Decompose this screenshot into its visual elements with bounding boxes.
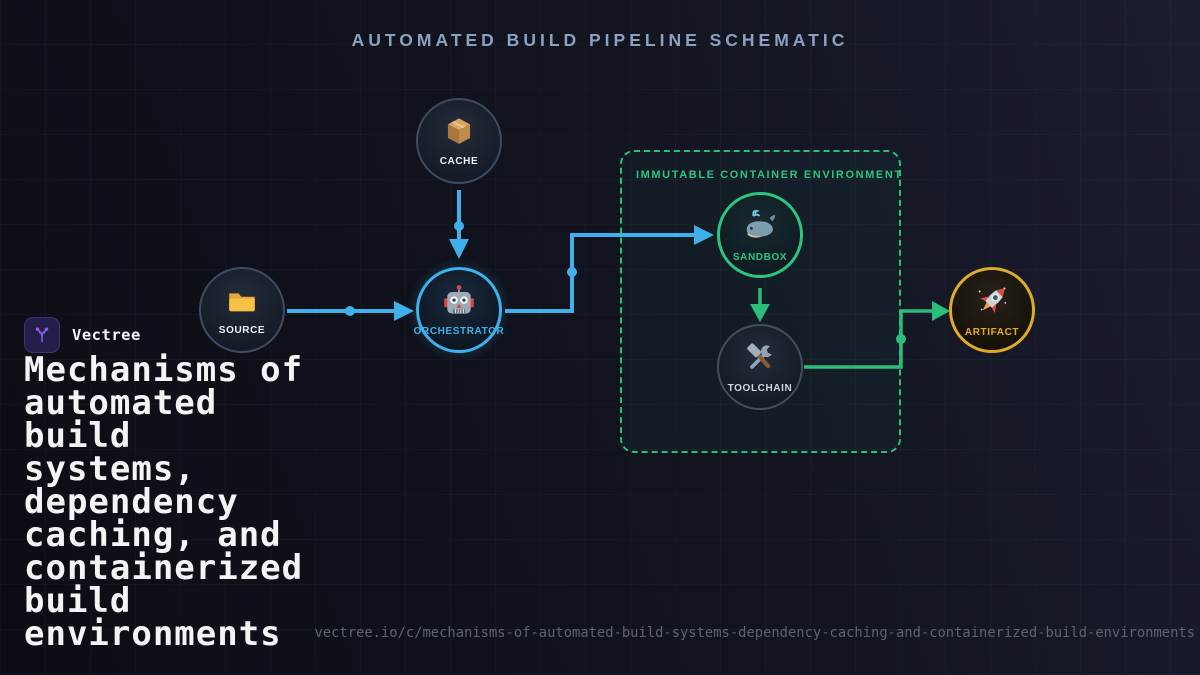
node-label: SOURCE	[218, 325, 266, 336]
brand-block: Vectree	[24, 317, 141, 353]
node-label: CACHE	[439, 156, 479, 167]
page-title: AUTOMATED BUILD PIPELINE SCHEMATIC	[351, 30, 849, 50]
brand-name: Vectree	[72, 326, 141, 344]
node-label: SANDBOX	[732, 252, 788, 263]
robot-icon	[441, 283, 477, 324]
node-sandbox: SANDBOX	[717, 192, 803, 278]
container-environment-label: IMMUTABLE CONTAINER ENVIRONMENT	[636, 169, 903, 181]
edge-source-to-orchestrator	[287, 301, 414, 321]
tools-icon	[742, 340, 778, 381]
folder-icon	[225, 284, 259, 323]
node-artifact: ARTIFACT	[949, 267, 1035, 353]
vectree-logo-icon	[24, 317, 60, 353]
node-label: ARTIFACT	[964, 327, 1020, 338]
node-orchestrator: ORCHESTRATOR	[413, 267, 505, 353]
node-toolchain: TOOLCHAIN	[717, 324, 803, 410]
node-label: ORCHESTRATOR	[413, 326, 505, 337]
footer-url: vectree.io/c/mechanisms-of-automated-bui…	[314, 625, 1195, 641]
edge-cache-to-orchestrator	[449, 190, 469, 259]
node-source: SOURCE	[199, 267, 285, 353]
node-label: TOOLCHAIN	[727, 383, 793, 394]
rocket-icon	[973, 282, 1011, 325]
package-icon	[442, 115, 476, 154]
node-cache: CACHE	[416, 98, 502, 184]
whale-icon	[741, 207, 779, 250]
